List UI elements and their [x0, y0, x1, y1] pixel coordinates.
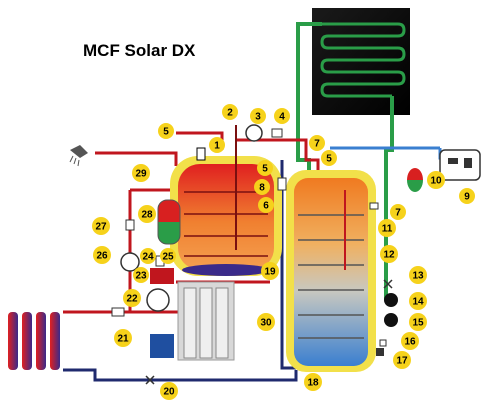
svg-text:9: 9 [464, 192, 470, 203]
svg-text:26: 26 [96, 251, 108, 262]
svg-text:17: 17 [396, 356, 408, 367]
svg-text:2: 2 [227, 108, 233, 119]
valve-27 [125, 219, 135, 231]
valve-17 [376, 348, 384, 356]
callout-26: 26 [93, 246, 111, 264]
expansion-vessel-10 [407, 168, 423, 192]
valve-20 [145, 375, 155, 385]
svg-text:29: 29 [135, 169, 147, 180]
svg-text:14: 14 [412, 297, 424, 308]
callout-23: 23 [133, 267, 149, 283]
callout-5c: 5 [321, 150, 337, 166]
callout-28: 28 [138, 205, 156, 223]
svg-text:6: 6 [263, 201, 269, 212]
pump-14 [384, 293, 398, 307]
callout-27: 27 [92, 217, 110, 235]
valve-7b [369, 202, 379, 210]
svg-text:21: 21 [117, 334, 129, 345]
svg-text:15: 15 [412, 318, 424, 329]
callout-21: 21 [114, 329, 132, 347]
boiler-tank [170, 125, 282, 276]
callout-10: 10 [427, 171, 445, 189]
pump-15 [384, 313, 398, 327]
callout-15: 15 [409, 313, 427, 331]
callout-16: 16 [401, 332, 419, 350]
callout-19: 19 [261, 262, 279, 280]
pump-22 [146, 288, 170, 312]
svg-text:5: 5 [326, 154, 332, 165]
callout-7a: 7 [309, 135, 325, 151]
svg-text:7: 7 [314, 139, 320, 150]
diagram-title: MCF Solar DX [83, 41, 196, 60]
boiler-base [150, 281, 235, 361]
water-inlet-unit [439, 149, 481, 181]
svg-text:5: 5 [163, 127, 169, 138]
svg-text:8: 8 [259, 183, 265, 194]
callout-4: 4 [274, 108, 290, 124]
radiator [8, 312, 63, 372]
svg-text:4: 4 [279, 112, 285, 123]
svg-text:30: 30 [260, 318, 272, 329]
callout-20: 20 [160, 382, 178, 400]
svg-text:22: 22 [126, 294, 138, 305]
svg-text:20: 20 [163, 387, 175, 398]
valve-6-8 [277, 177, 287, 191]
callout-5a: 5 [158, 123, 174, 139]
callout-12: 12 [380, 245, 398, 263]
svg-text:10: 10 [430, 176, 442, 187]
svg-text:12: 12 [383, 250, 395, 261]
pump-3 [245, 124, 263, 142]
callout-25: 25 [160, 248, 176, 264]
callout-17: 17 [393, 351, 411, 369]
svg-text:1: 1 [214, 141, 220, 152]
shower-head-icon [69, 145, 88, 167]
callout-24: 24 [140, 248, 156, 264]
svg-text:24: 24 [142, 252, 154, 263]
svg-text:27: 27 [95, 222, 107, 233]
solar-collector [312, 8, 410, 115]
callout-1: 1 [209, 137, 225, 153]
svg-text:13: 13 [412, 271, 424, 282]
callout-30: 30 [257, 313, 275, 331]
expansion-vessel [157, 199, 181, 245]
svg-text:3: 3 [255, 112, 261, 123]
storage-tank [286, 170, 376, 372]
svg-text:7: 7 [395, 208, 401, 219]
svg-text:25: 25 [162, 252, 174, 263]
svg-text:18: 18 [307, 378, 319, 389]
callout-7b: 7 [390, 204, 406, 220]
callout-22: 22 [123, 289, 141, 307]
svg-text:23: 23 [135, 271, 147, 282]
valve-21 [111, 307, 125, 317]
callout-18: 18 [304, 373, 322, 391]
svg-text:16: 16 [404, 337, 416, 348]
svg-text:19: 19 [264, 267, 276, 278]
valve-13 [383, 279, 393, 289]
callout-14: 14 [409, 292, 427, 310]
callout-29: 29 [132, 164, 150, 182]
callout-3: 3 [250, 108, 266, 124]
svg-text:28: 28 [141, 210, 153, 221]
callout-2: 2 [222, 104, 238, 120]
callouts: 1 2 3 4 5 5 5 6 7 7 8 9 10 11 12 13 14 1… [92, 104, 475, 400]
svg-text:5: 5 [262, 164, 268, 175]
svg-text:11: 11 [382, 224, 393, 235]
callout-6: 6 [258, 197, 274, 213]
valve-4 [271, 128, 283, 138]
callout-5b: 5 [257, 160, 273, 176]
callout-8: 8 [254, 179, 270, 195]
callout-13: 13 [409, 266, 427, 284]
callout-9: 9 [459, 188, 475, 204]
callout-11: 11 [378, 219, 396, 237]
pump-26 [120, 252, 140, 272]
valve-16 [379, 339, 387, 347]
